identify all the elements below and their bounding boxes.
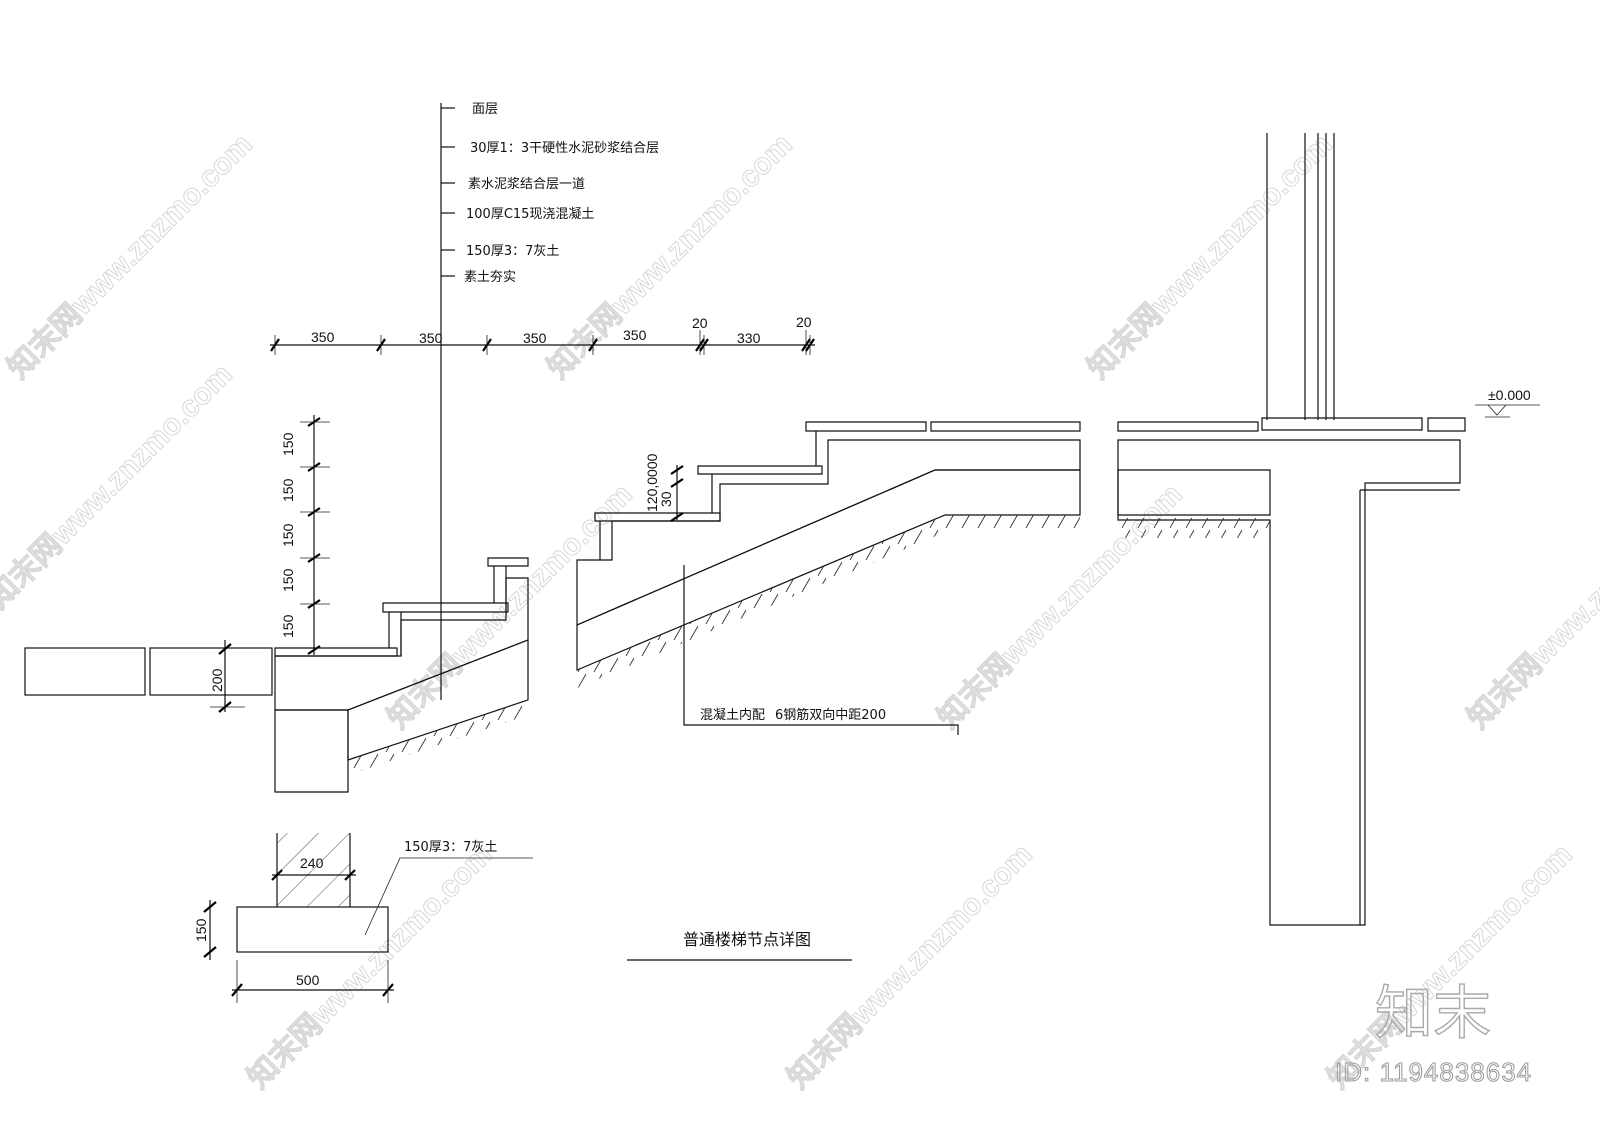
layer-label: 素水泥浆结合层一道 [468,177,585,192]
dimension-label: 知末网www.znzmo.com [1082,128,1339,385]
dimension-label: 500 [296,972,320,988]
layer-label: 面层 [472,102,498,117]
dimension-label: 20 [692,315,708,331]
dimension-label: 350 [311,329,335,345]
dimension-label: 知末网www.znzmo.com [2,128,259,385]
dimension-label: 知末网www.znzmo.com [0,358,239,615]
riser-dimension: 150 150 150 150 150 [280,415,330,655]
dimension-label: 240 [300,855,324,871]
brand-logo: 知末 [1375,979,1491,1047]
footing-label: 150厚3：7灰土 [404,840,497,855]
top-dimension: 350 350 350 350 20 330 20 [270,314,815,355]
dimension-label: 20 [796,314,812,330]
dimension-label: 150 [280,568,296,592]
rebar-note: 混凝土内配 [700,707,765,723]
layer-label: 150厚3：7灰土 [466,244,559,259]
right-wall-section: ±0.000 [1117,133,1540,926]
dimension-label: 知末网www.znzmo.com [382,478,639,735]
dimension-label: 150 [280,523,296,547]
dimension-label: 330 [737,330,761,346]
dimension-label: 知末网www.znzmo.com [782,838,1039,1095]
dimension-label: 150 [280,478,296,502]
footing-detail: 240 150 500 150厚3：7灰土 [193,833,533,1003]
dimension-label: 150 [193,918,209,942]
drawing-title: 普通楼梯节点详图 [683,930,811,949]
rebar-note: 6钢筋双向中距200 [775,707,886,723]
dimension-label: 150 [280,614,296,638]
dimension-label: 120,0000 [644,453,660,512]
layer-callout: 面层 30厚1：3干硬性水泥砂浆结合层 素水泥浆结合层一道 100厚C15现浇混… [440,102,659,700]
dimension-label: 150 [280,432,296,456]
layer-label: 30厚1：3干硬性水泥砂浆结合层 [470,141,659,156]
dimension-label: 350 [523,330,547,346]
dimension-label: 30 [658,491,674,507]
left-stair-section: 200 [24,557,529,793]
dimension-label: 350 [623,327,647,343]
layer-label: 素土夯实 [464,270,516,285]
dimension-label: 知末网www.znzmo.com [542,128,799,385]
dimension-label: 350 [419,330,443,346]
id-label: ID: 1194838634 [1335,1057,1532,1087]
dimension-label: 200 [209,668,225,692]
layer-label: 100厚C15现浇混凝土 [466,206,594,222]
middle-stair-section: 120,0000 30 混凝土内配 6钢筋双向中距200 [576,421,1081,735]
elevation-label: ±0.000 [1488,387,1531,403]
dimension-label: 知末网www.znzmo.com [1462,478,1600,735]
